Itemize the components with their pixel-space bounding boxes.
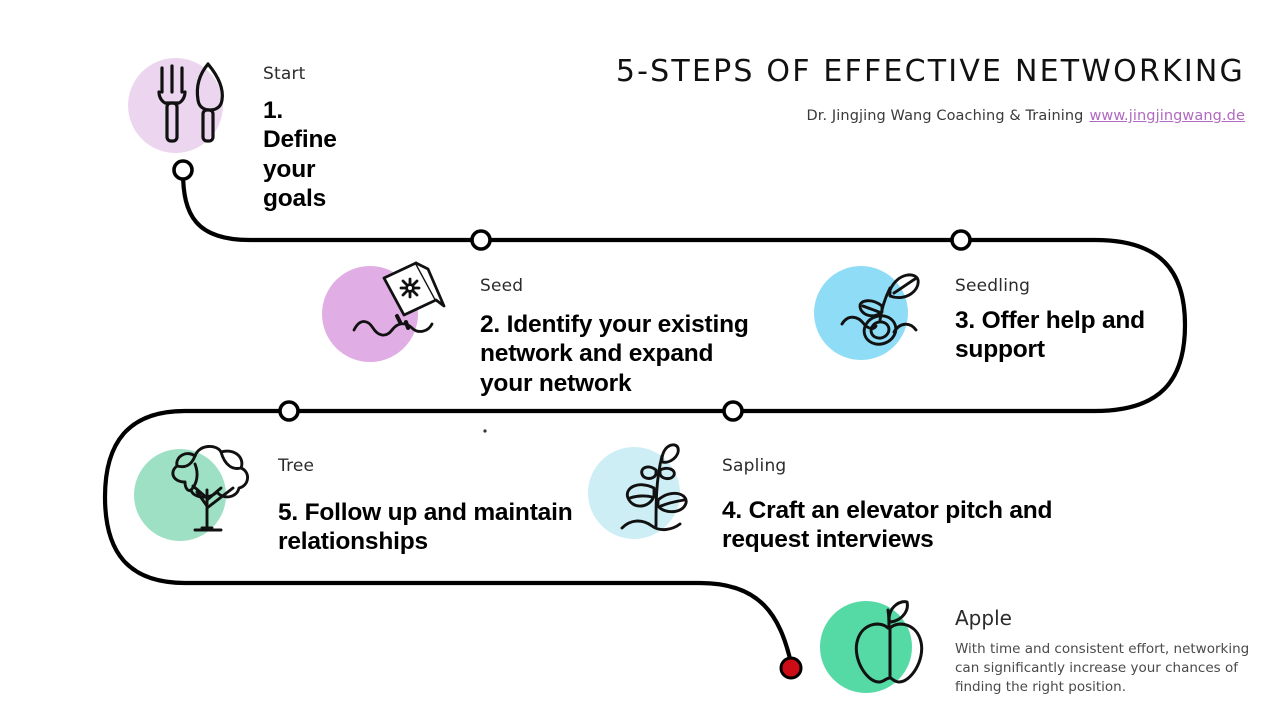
step-4-stage: Sapling [722, 456, 787, 476]
apple-icon [854, 600, 924, 684]
path-node-1 [470, 229, 492, 251]
step-2-heading: 2. Identify your existing network and ex… [480, 311, 749, 397]
step-3-heading: 3. Offer help and support [955, 307, 1145, 364]
byline-text: Dr. Jingjing Wang Coaching & Training [806, 108, 1084, 124]
seed-packet-icon [352, 261, 446, 337]
sprouting-seedling-icon [840, 273, 920, 346]
step-1-stage: Start [263, 64, 306, 84]
step-3-stage: Seedling [955, 276, 1031, 296]
path-end-dot [779, 656, 803, 680]
path-node-3 [278, 400, 300, 422]
path-node-start [172, 159, 194, 181]
step-5-heading: 5. Follow up and maintain relationships [278, 499, 573, 556]
path-line [102, 169, 1188, 666]
apple-circle [820, 601, 912, 693]
garden-fork-and-trowel-icon [157, 62, 224, 143]
byline: Dr. Jingjing Wang Coaching & Training www… [600, 108, 1245, 124]
apple-description: With time and consistent effort, network… [955, 641, 1250, 696]
step-1-heading: 1. Define your goals [263, 97, 337, 213]
step-5-stage: Tree [278, 456, 315, 476]
step-2-stage: Seed [480, 276, 524, 296]
step-3-circle [814, 266, 908, 360]
tree-icon [171, 445, 249, 532]
path-node-4 [722, 400, 744, 422]
path-node-2 [950, 229, 972, 251]
page-title: 5-STEPS OF EFFECTIVE NETWORKING [615, 54, 1245, 89]
apple-stage-label: Apple [955, 606, 1012, 630]
website-link[interactable]: www.jingjingwang.de [1089, 108, 1245, 124]
sapling-icon [620, 443, 688, 532]
path-dot-small [483, 429, 487, 433]
step-4-heading: 4. Craft an elevator pitch and request i… [722, 497, 1053, 554]
